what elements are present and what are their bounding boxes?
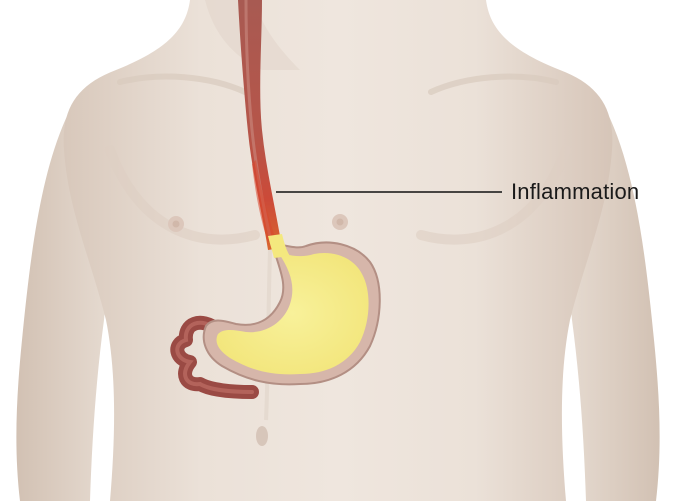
left-nipple-center [173,221,180,228]
inflammation-label: Inflammation [511,178,639,206]
navel [256,426,268,446]
right-nipple-center [337,219,344,226]
